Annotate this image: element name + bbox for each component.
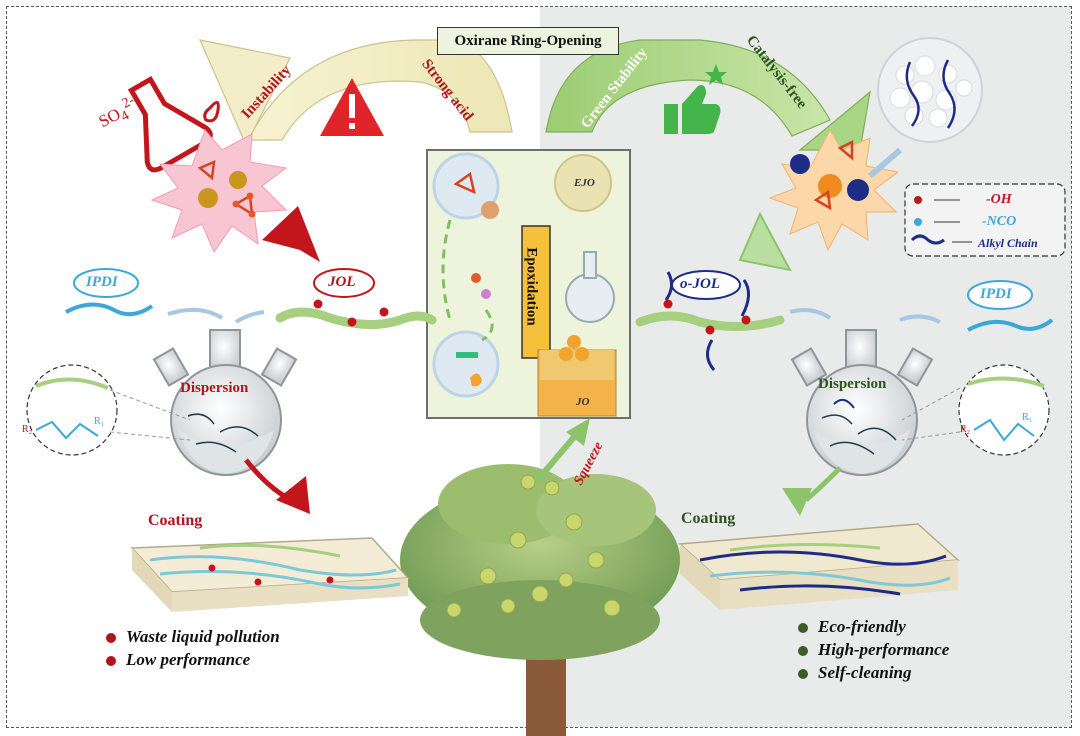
ojol-label-bubble xyxy=(671,270,741,300)
legend-alkyl-label: Alkyl Chain xyxy=(978,236,1038,250)
legend-oh-label: -OH xyxy=(986,192,1012,207)
jol-chain xyxy=(275,307,437,330)
bullet-waste-liquid: Waste liquid pollution xyxy=(126,627,280,646)
jo-label: JO xyxy=(576,396,590,408)
instability-arc-arrow xyxy=(247,39,513,141)
bullet-dot xyxy=(106,656,116,666)
ojol-label: o-JOL xyxy=(680,276,720,292)
right-dispersion-label: Dispersion xyxy=(818,376,887,392)
right-zoom-circle xyxy=(958,364,1050,456)
bullet-self-cleaning: Self-cleaning xyxy=(818,663,912,682)
jatropha-fruits xyxy=(446,474,621,618)
green-chevron-arrow xyxy=(738,211,792,272)
warning-icon xyxy=(320,78,384,136)
ipdi-right-chain xyxy=(967,318,1054,332)
right-coating-label: Coating xyxy=(681,510,736,527)
jol-label-bubble xyxy=(313,268,375,298)
legend-box xyxy=(904,183,1066,257)
epoxidation-label: Epoxidation xyxy=(523,247,540,326)
left-coating-plate xyxy=(130,537,410,612)
bullet-eco-friendly: Eco-friendly xyxy=(818,617,906,636)
bullet-dot xyxy=(798,669,808,679)
r2-label: R₂ xyxy=(22,424,32,435)
jol-label: JOL xyxy=(328,274,356,290)
ojol-chain xyxy=(635,311,785,331)
bullet-high-performance: High-performance xyxy=(818,640,950,659)
bullet-dot xyxy=(798,623,808,633)
legend-nco-label: -NCO xyxy=(982,214,1017,229)
left-dispersion-flask xyxy=(152,329,298,476)
right-coating-plate xyxy=(678,523,960,610)
left-coating-label: Coating xyxy=(148,512,203,529)
r1-label: R₁ xyxy=(94,416,104,427)
ipdi-right-label: IPDI xyxy=(980,286,1012,302)
ejo-label: EJO xyxy=(574,177,595,189)
bullet-low-performance: Low performance xyxy=(126,650,251,669)
right-dispersion-flask xyxy=(790,329,934,476)
ipdi-right-bubble xyxy=(967,280,1033,310)
thumbs-up-icon xyxy=(664,64,727,134)
ipdi-left-bubble xyxy=(73,268,139,298)
ipdi-left-label: IPDI xyxy=(86,274,118,290)
red-chevron-arrow xyxy=(262,206,320,262)
bullet-dot xyxy=(798,646,808,656)
r2-label-right: R₂ xyxy=(960,424,970,435)
bullet-dot xyxy=(106,633,116,643)
left-dispersion-label: Dispersion xyxy=(180,380,249,396)
right-down-arrow xyxy=(804,466,842,502)
r1-label-right: R₁ xyxy=(1022,412,1032,423)
powder-granules xyxy=(889,55,973,128)
page-title: Oxirane Ring-Opening xyxy=(437,27,619,55)
ipdi-left-chain xyxy=(65,302,154,317)
instability-arrowhead xyxy=(198,39,291,147)
acid-starburst xyxy=(150,129,288,254)
